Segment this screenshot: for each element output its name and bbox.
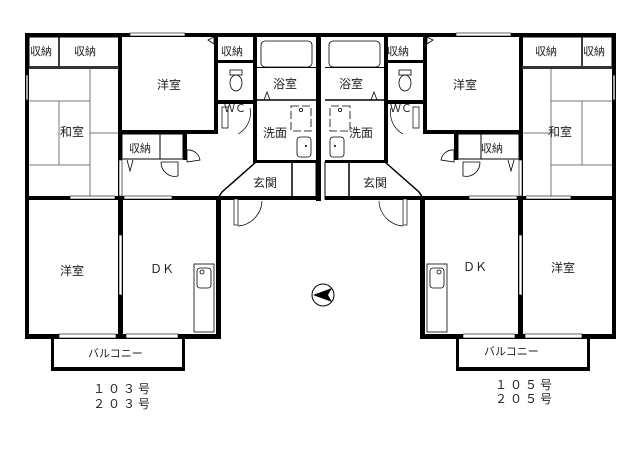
label-dk-right: ＤＫ bbox=[463, 260, 487, 274]
label-closet-wc-right: 収納 bbox=[387, 45, 409, 58]
unit-number-205: ２０５号 bbox=[495, 392, 555, 406]
label-yoshitsu-lower-left: 洋室 bbox=[60, 263, 84, 278]
unit-left bbox=[25, 32, 321, 371]
unit-number-105: １０５号 bbox=[495, 378, 555, 392]
label-bath-left: 浴室 bbox=[273, 76, 297, 91]
label-closet-a-left: 収納 bbox=[30, 45, 52, 58]
label-yoshitsu-upper-left: 洋室 bbox=[157, 77, 181, 92]
label-yoshitsu-lower-right: 洋室 bbox=[551, 260, 575, 275]
label-closet-wc-left: 収納 bbox=[221, 45, 243, 58]
north-arrow-icon bbox=[311, 283, 335, 307]
label-closet-mid-left: 収納 bbox=[129, 142, 151, 155]
label-wc-right: ＷＣ bbox=[390, 102, 412, 115]
label-balcony-right: バルコニー bbox=[484, 345, 539, 358]
label-washitsu-left: 和室 bbox=[60, 124, 84, 139]
label-entrance-left: 玄関 bbox=[253, 175, 277, 190]
label-yoshitsu-upper-right: 洋室 bbox=[453, 77, 477, 92]
label-closet-b-right: 収納 bbox=[535, 45, 557, 58]
unit-number-203: ２０３号 bbox=[93, 397, 153, 411]
label-dk-left: ＤＫ bbox=[150, 262, 174, 276]
label-closet-a-right: 収納 bbox=[583, 45, 605, 58]
label-washitsu-right: 和室 bbox=[548, 124, 572, 139]
unit-number-103: １０３号 bbox=[93, 382, 153, 396]
label-washroom-left: 洗面 bbox=[263, 126, 287, 140]
label-closet-b-left: 収納 bbox=[74, 45, 96, 58]
label-closet-mid-right: 収納 bbox=[481, 142, 503, 155]
label-washroom-right: 洗面 bbox=[349, 126, 373, 140]
label-balcony-left: バルコニー bbox=[88, 347, 143, 360]
label-entrance-right: 玄関 bbox=[363, 175, 387, 190]
label-bath-right: 浴室 bbox=[339, 76, 363, 91]
label-wc-left: ＷＣ bbox=[224, 102, 246, 115]
unit-right bbox=[321, 32, 616, 371]
